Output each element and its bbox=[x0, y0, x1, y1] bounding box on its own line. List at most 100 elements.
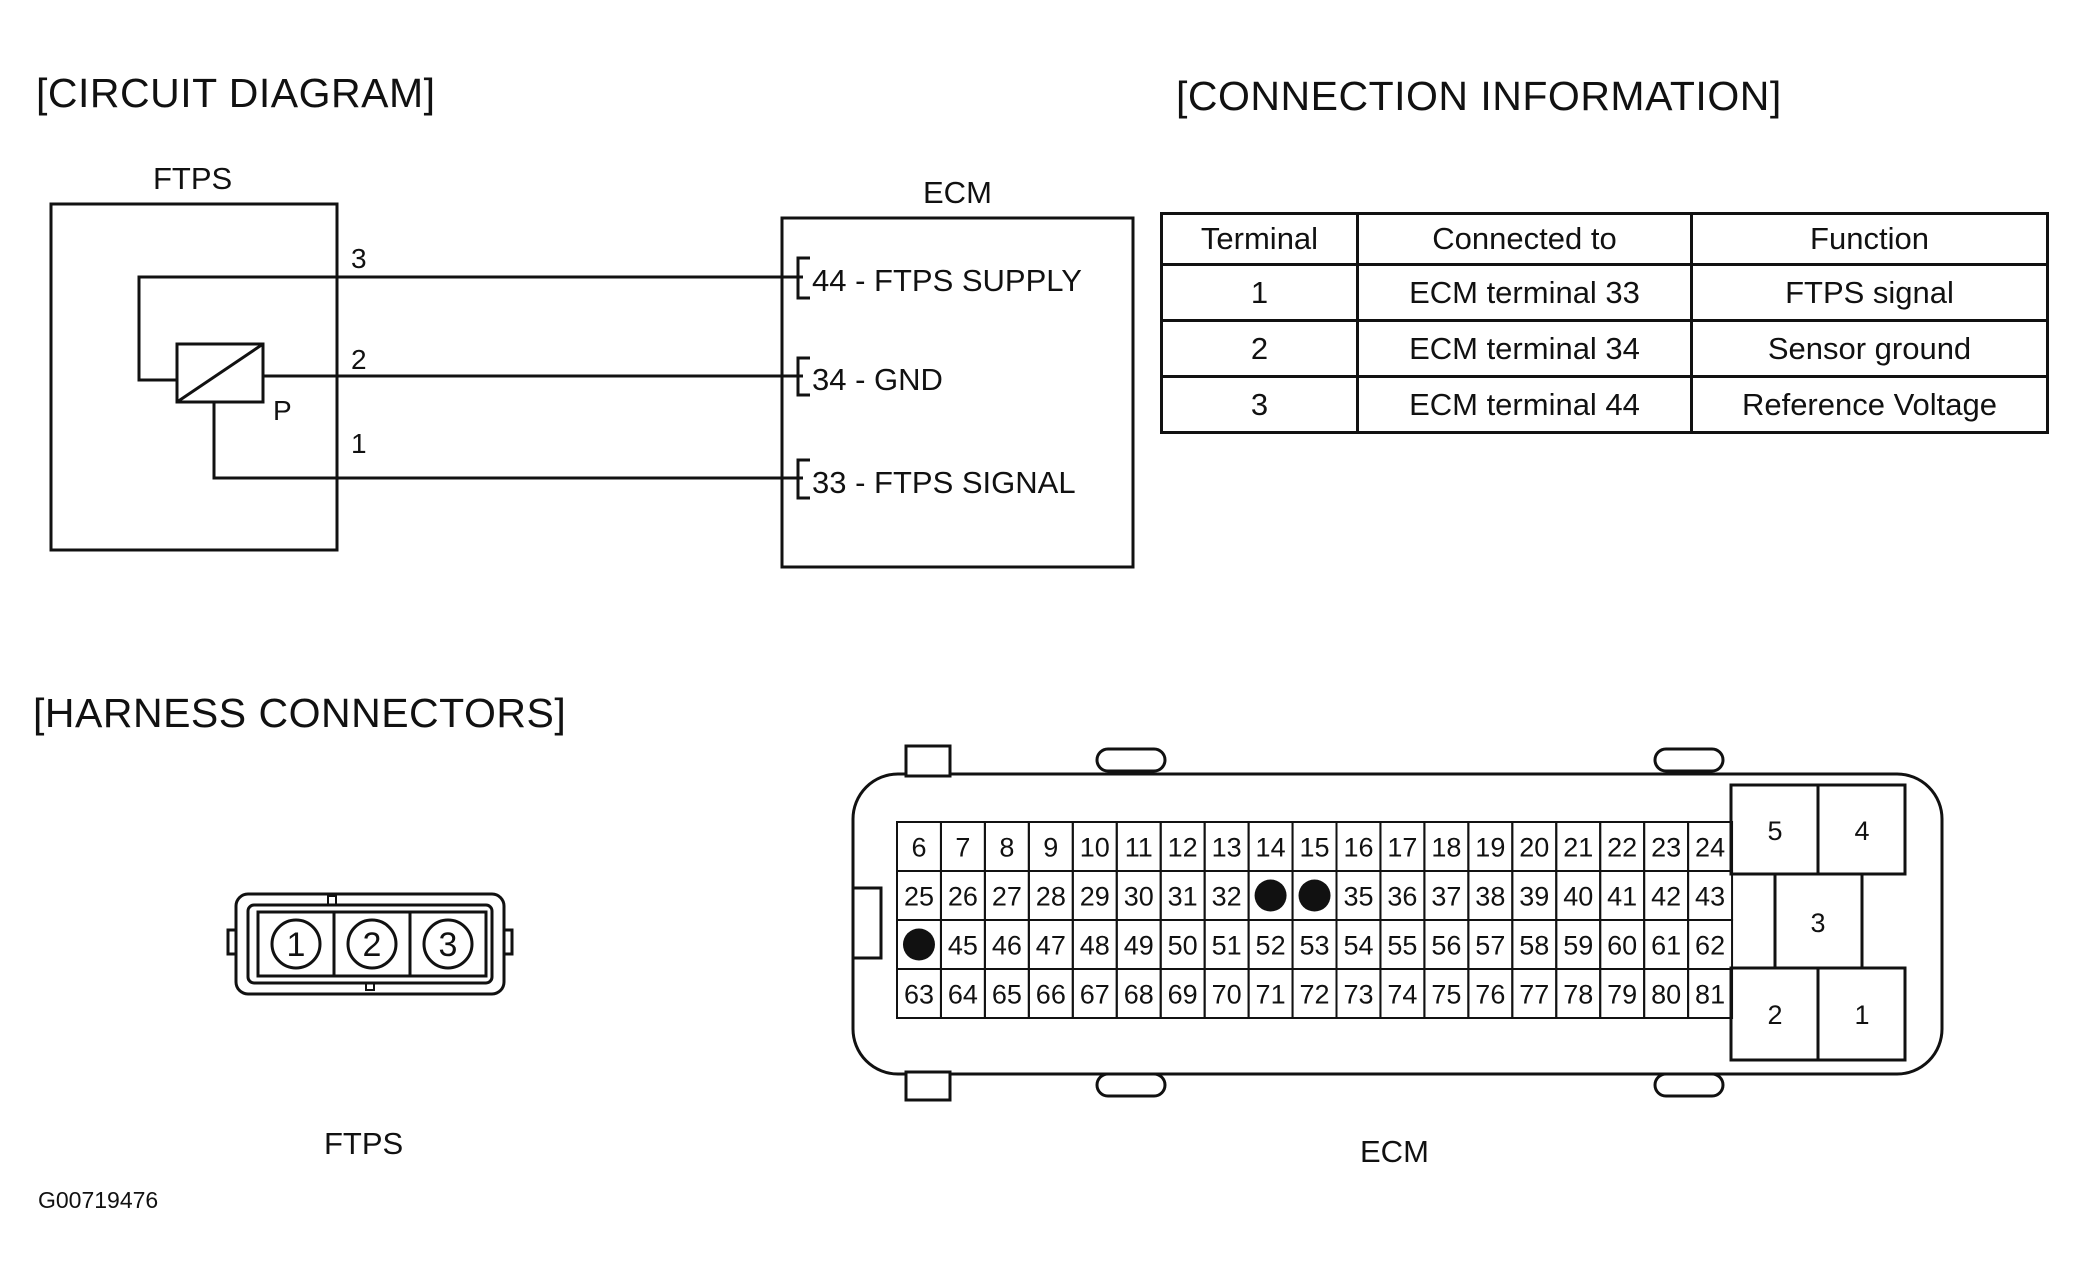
ecm-pin-number: 21 bbox=[1563, 833, 1593, 863]
ecm-pin-number: 14 bbox=[1256, 833, 1286, 863]
ecm-pin-plug-dot bbox=[1298, 879, 1331, 912]
table-cell: ECM terminal 44 bbox=[1356, 375, 1693, 434]
ecm-box bbox=[780, 216, 1135, 569]
table-row: 3 ECM terminal 44 Reference Voltage bbox=[1160, 375, 2049, 434]
ecm-pin-number: 18 bbox=[1431, 833, 1461, 863]
ecm-pin-number: 68 bbox=[1124, 980, 1154, 1010]
table-cell: 1 bbox=[1160, 263, 1359, 322]
ecm-pin-number: 45 bbox=[948, 931, 978, 961]
ecm-pin-number: 32 bbox=[1212, 882, 1242, 912]
ecm-pin-number: 60 bbox=[1607, 931, 1637, 961]
ecm-pin-number: 80 bbox=[1651, 980, 1681, 1010]
ecm-pin-number: 29 bbox=[1080, 882, 1110, 912]
ecm-pin-number: 23 bbox=[1651, 833, 1681, 863]
ecm-power-pin-4: 4 bbox=[1854, 816, 1869, 846]
sensor-symbol-label: P bbox=[273, 395, 292, 426]
ftps-connector-label: FTPS bbox=[324, 1126, 403, 1161]
ecm-label: ECM bbox=[923, 175, 992, 210]
ecm-pin-number: 11 bbox=[1125, 833, 1153, 863]
ecm-pin-number: 73 bbox=[1343, 980, 1373, 1010]
ecm-pin-plug-dot bbox=[1254, 879, 1287, 912]
ecm-pin-number: 72 bbox=[1300, 980, 1330, 1010]
ecm-pin-number: 40 bbox=[1563, 882, 1593, 912]
ecm-pin-number: 42 bbox=[1651, 882, 1681, 912]
ecm-pin-number: 38 bbox=[1475, 882, 1505, 912]
ecm-pin-44-label: 44 - FTPS SUPPLY bbox=[812, 263, 1082, 298]
ecm-pin-number: 49 bbox=[1124, 931, 1154, 961]
ftps-pin-2: 2 bbox=[363, 926, 382, 964]
ecm-pin-number: 48 bbox=[1080, 931, 1110, 961]
ecm-pin-number: 19 bbox=[1475, 833, 1505, 863]
ecm-pin-number: 13 bbox=[1212, 833, 1242, 863]
ecm-pin-number: 12 bbox=[1168, 833, 1198, 863]
ecm-pin-number: 57 bbox=[1475, 931, 1505, 961]
table-cell: ECM terminal 33 bbox=[1356, 263, 1693, 322]
figure-code: G00719476 bbox=[38, 1187, 159, 1213]
table-row: 2 ECM terminal 34 Sensor ground bbox=[1160, 319, 2049, 378]
table-cell: 3 bbox=[1160, 375, 1359, 434]
ecm-pin-number: 78 bbox=[1563, 980, 1593, 1010]
ecm-power-pin-1: 1 bbox=[1854, 1000, 1869, 1030]
ecm-pin-number: 24 bbox=[1695, 833, 1725, 863]
ecm-pin-plug-dot bbox=[902, 928, 935, 961]
ecm-pin-number: 77 bbox=[1519, 980, 1549, 1010]
ecm-pin-number: 30 bbox=[1124, 882, 1154, 912]
column-header: Connected to bbox=[1356, 212, 1693, 266]
ecm-pin-number: 65 bbox=[992, 980, 1022, 1010]
ecm-pin-number: 39 bbox=[1519, 882, 1549, 912]
ecm-pin-number: 43 bbox=[1695, 882, 1725, 912]
table-cell: ECM terminal 34 bbox=[1356, 319, 1693, 378]
ecm-pin-number: 81 bbox=[1695, 980, 1725, 1010]
ecm-pin-33-label: 33 - FTPS SIGNAL bbox=[812, 465, 1076, 500]
table-header-row: Terminal Connected to Function bbox=[1160, 212, 2049, 266]
ecm-pin-number: 46 bbox=[992, 931, 1022, 961]
table-cell: 2 bbox=[1160, 319, 1359, 378]
ecm-pin-number: 55 bbox=[1387, 931, 1417, 961]
ecm-pin-number: 53 bbox=[1300, 931, 1330, 961]
ecm-pin-number: 20 bbox=[1519, 833, 1549, 863]
ecm-pin-number: 8 bbox=[999, 833, 1014, 863]
ecm-pin-34-label: 34 - GND bbox=[812, 362, 943, 397]
ecm-pin-number: 37 bbox=[1431, 882, 1461, 912]
table-cell: Reference Voltage bbox=[1690, 375, 2049, 434]
ftps-label: FTPS bbox=[153, 161, 232, 196]
ecm-pin-number: 71 bbox=[1256, 980, 1286, 1010]
ecm-pin-number: 54 bbox=[1343, 931, 1373, 961]
table-cell: FTPS signal bbox=[1690, 263, 2049, 322]
connection-table: Terminal Connected to Function 1 ECM ter… bbox=[1160, 212, 2049, 434]
ecm-pin-number: 51 bbox=[1212, 931, 1242, 961]
ecm-pin-number: 26 bbox=[948, 882, 978, 912]
ecm-pin-number: 59 bbox=[1563, 931, 1593, 961]
ecm-power-pin-3: 3 bbox=[1810, 908, 1825, 938]
wire-supply bbox=[137, 275, 803, 382]
ecm-power-pin-2: 2 bbox=[1767, 1000, 1782, 1030]
ecm-pin-number: 9 bbox=[1043, 833, 1058, 863]
ecm-power-pin-5: 5 bbox=[1767, 816, 1782, 846]
ecm-pin-number: 66 bbox=[1036, 980, 1066, 1010]
ftps-harness-connector: 1 2 3 bbox=[226, 892, 514, 996]
ecm-pin-number: 6 bbox=[911, 833, 926, 863]
ecm-pin-number: 56 bbox=[1431, 931, 1461, 961]
wire-signal bbox=[212, 402, 803, 480]
ecm-harness-connector bbox=[851, 744, 1944, 1102]
ecm-pin-number: 36 bbox=[1387, 882, 1417, 912]
connection-information-heading: [CONNECTION INFORMATION] bbox=[1176, 73, 1782, 119]
ecm-pin-number: 63 bbox=[904, 980, 934, 1010]
sensor-pin-1-label: 1 bbox=[351, 428, 367, 459]
ecm-pin-number: 35 bbox=[1343, 882, 1373, 912]
column-header: Function bbox=[1690, 212, 2049, 266]
ecm-pin-number: 61 bbox=[1651, 931, 1681, 961]
ecm-pin-number: 75 bbox=[1431, 980, 1461, 1010]
ecm-pin-number: 7 bbox=[955, 833, 970, 863]
ecm-pin-number: 69 bbox=[1168, 980, 1198, 1010]
pressure-sensor-symbol bbox=[175, 342, 265, 404]
ecm-pin-number: 47 bbox=[1036, 931, 1066, 961]
ecm-pin-number: 62 bbox=[1695, 931, 1725, 961]
table-row: 1 ECM terminal 33 FTPS signal bbox=[1160, 263, 2049, 322]
ecm-pin-number: 15 bbox=[1300, 833, 1330, 863]
ecm-pin-number: 50 bbox=[1168, 931, 1198, 961]
ecm-pin-number: 17 bbox=[1387, 833, 1417, 863]
ecm-pin-number: 41 bbox=[1607, 882, 1637, 912]
